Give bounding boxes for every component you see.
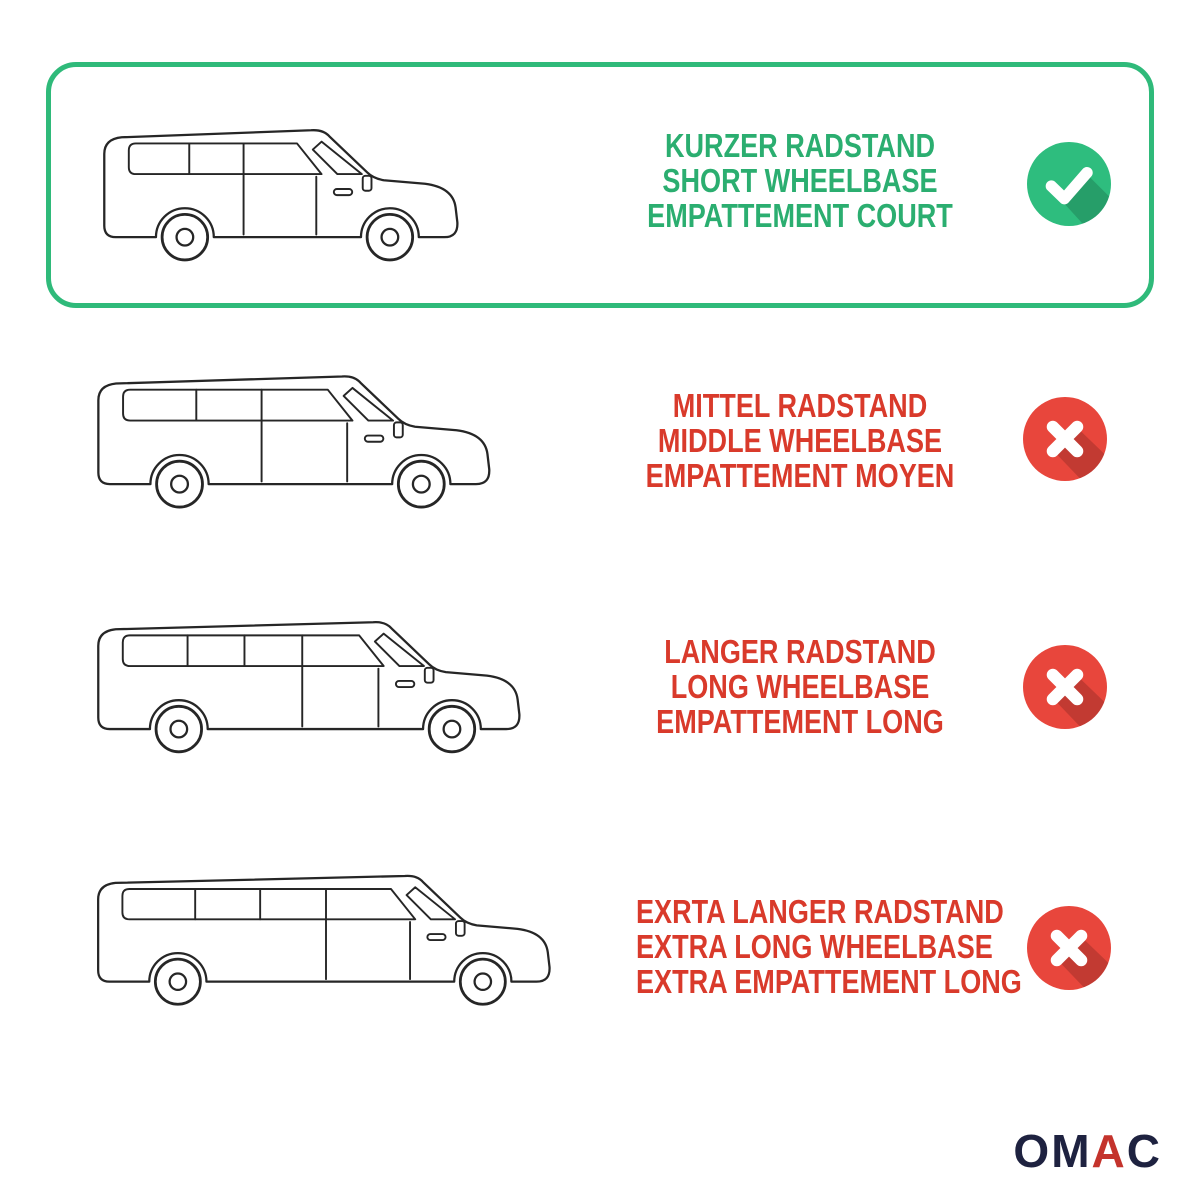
caption-line-en: MIDDLE WHEELBASE xyxy=(657,422,943,459)
cross-icon xyxy=(1027,906,1111,990)
logo-text-om: OM xyxy=(1013,1125,1092,1177)
caption-long-wheelbase: LANGER RADSTAND LONG WHEELBASE EMPATTEME… xyxy=(636,634,964,739)
caption-line-fr: EMPATTEMENT COURT xyxy=(647,197,953,234)
omac-logo: OMAC xyxy=(1013,1128,1162,1174)
cross-icon xyxy=(1023,645,1107,729)
caption-line-fr: EMPATTEMENT MOYEN xyxy=(645,457,955,494)
check-icon xyxy=(1027,142,1111,226)
selection-frame xyxy=(46,62,1154,308)
caption-line-fr: EXTRA EMPATTEMENT LONG xyxy=(636,963,1022,1000)
caption-short-wheelbase: KURZER RADSTAND SHORT WHEELBASE EMPATTEM… xyxy=(636,128,964,233)
caption-extra-long-wheelbase: EXRTA LANGER RADSTAND EXTRA LONG WHEELBA… xyxy=(636,893,1022,1000)
logo-text-a: A xyxy=(1091,1125,1127,1177)
caption-line-de: EXRTA LANGER RADSTAND xyxy=(636,893,1004,930)
caption-middle-wheelbase: MITTEL RADSTAND MIDDLE WHEELBASE EMPATTE… xyxy=(636,388,964,493)
van-illustration-long-wheelbase xyxy=(86,596,536,759)
caption-line-en: SHORT WHEELBASE xyxy=(662,162,938,199)
caption-line-de: MITTEL RADSTAND xyxy=(672,387,928,424)
logo-text-c: C xyxy=(1126,1125,1162,1177)
cross-icon xyxy=(1023,397,1107,481)
caption-line-fr: EMPATTEMENT LONG xyxy=(656,703,944,740)
van-illustration-extra-long-wheelbase xyxy=(86,850,566,1011)
caption-line-en: EXTRA LONG WHEELBASE xyxy=(636,928,993,965)
caption-line-en: LONG WHEELBASE xyxy=(670,668,930,705)
van-illustration-middle-wheelbase xyxy=(86,350,506,514)
van-illustration-short-wheelbase xyxy=(92,104,474,267)
caption-line-de: KURZER RADSTAND xyxy=(664,127,936,164)
caption-line-de: LANGER RADSTAND xyxy=(664,633,936,670)
